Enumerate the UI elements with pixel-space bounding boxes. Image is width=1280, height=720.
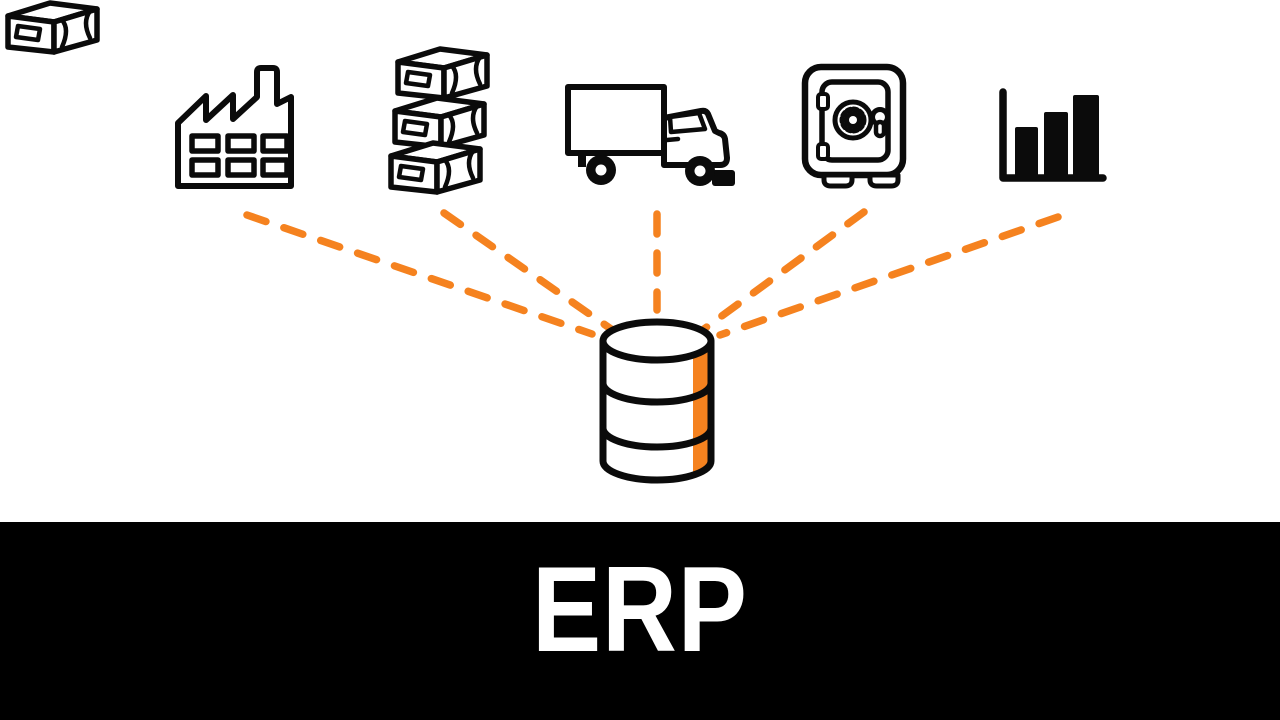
connector-safe-to-database (700, 208, 868, 333)
title-banner: ERP (0, 522, 1280, 720)
banner-title: ERP (532, 541, 748, 677)
database-icon (599, 318, 715, 484)
factory-icon (175, 65, 294, 189)
bar-chart-icon (999, 88, 1107, 182)
safe-icon (801, 63, 907, 189)
stacked-boxes-icon (5, 0, 487, 192)
connector-factory-to-database (243, 211, 596, 338)
connector-boxes-to-database (440, 209, 615, 333)
connector-chart-to-database (716, 213, 1062, 339)
connector-lines (243, 208, 1062, 339)
delivery-truck-icon (565, 84, 735, 186)
database-accent-stripe (693, 344, 709, 477)
erp-diagram (5, 0, 1107, 484)
